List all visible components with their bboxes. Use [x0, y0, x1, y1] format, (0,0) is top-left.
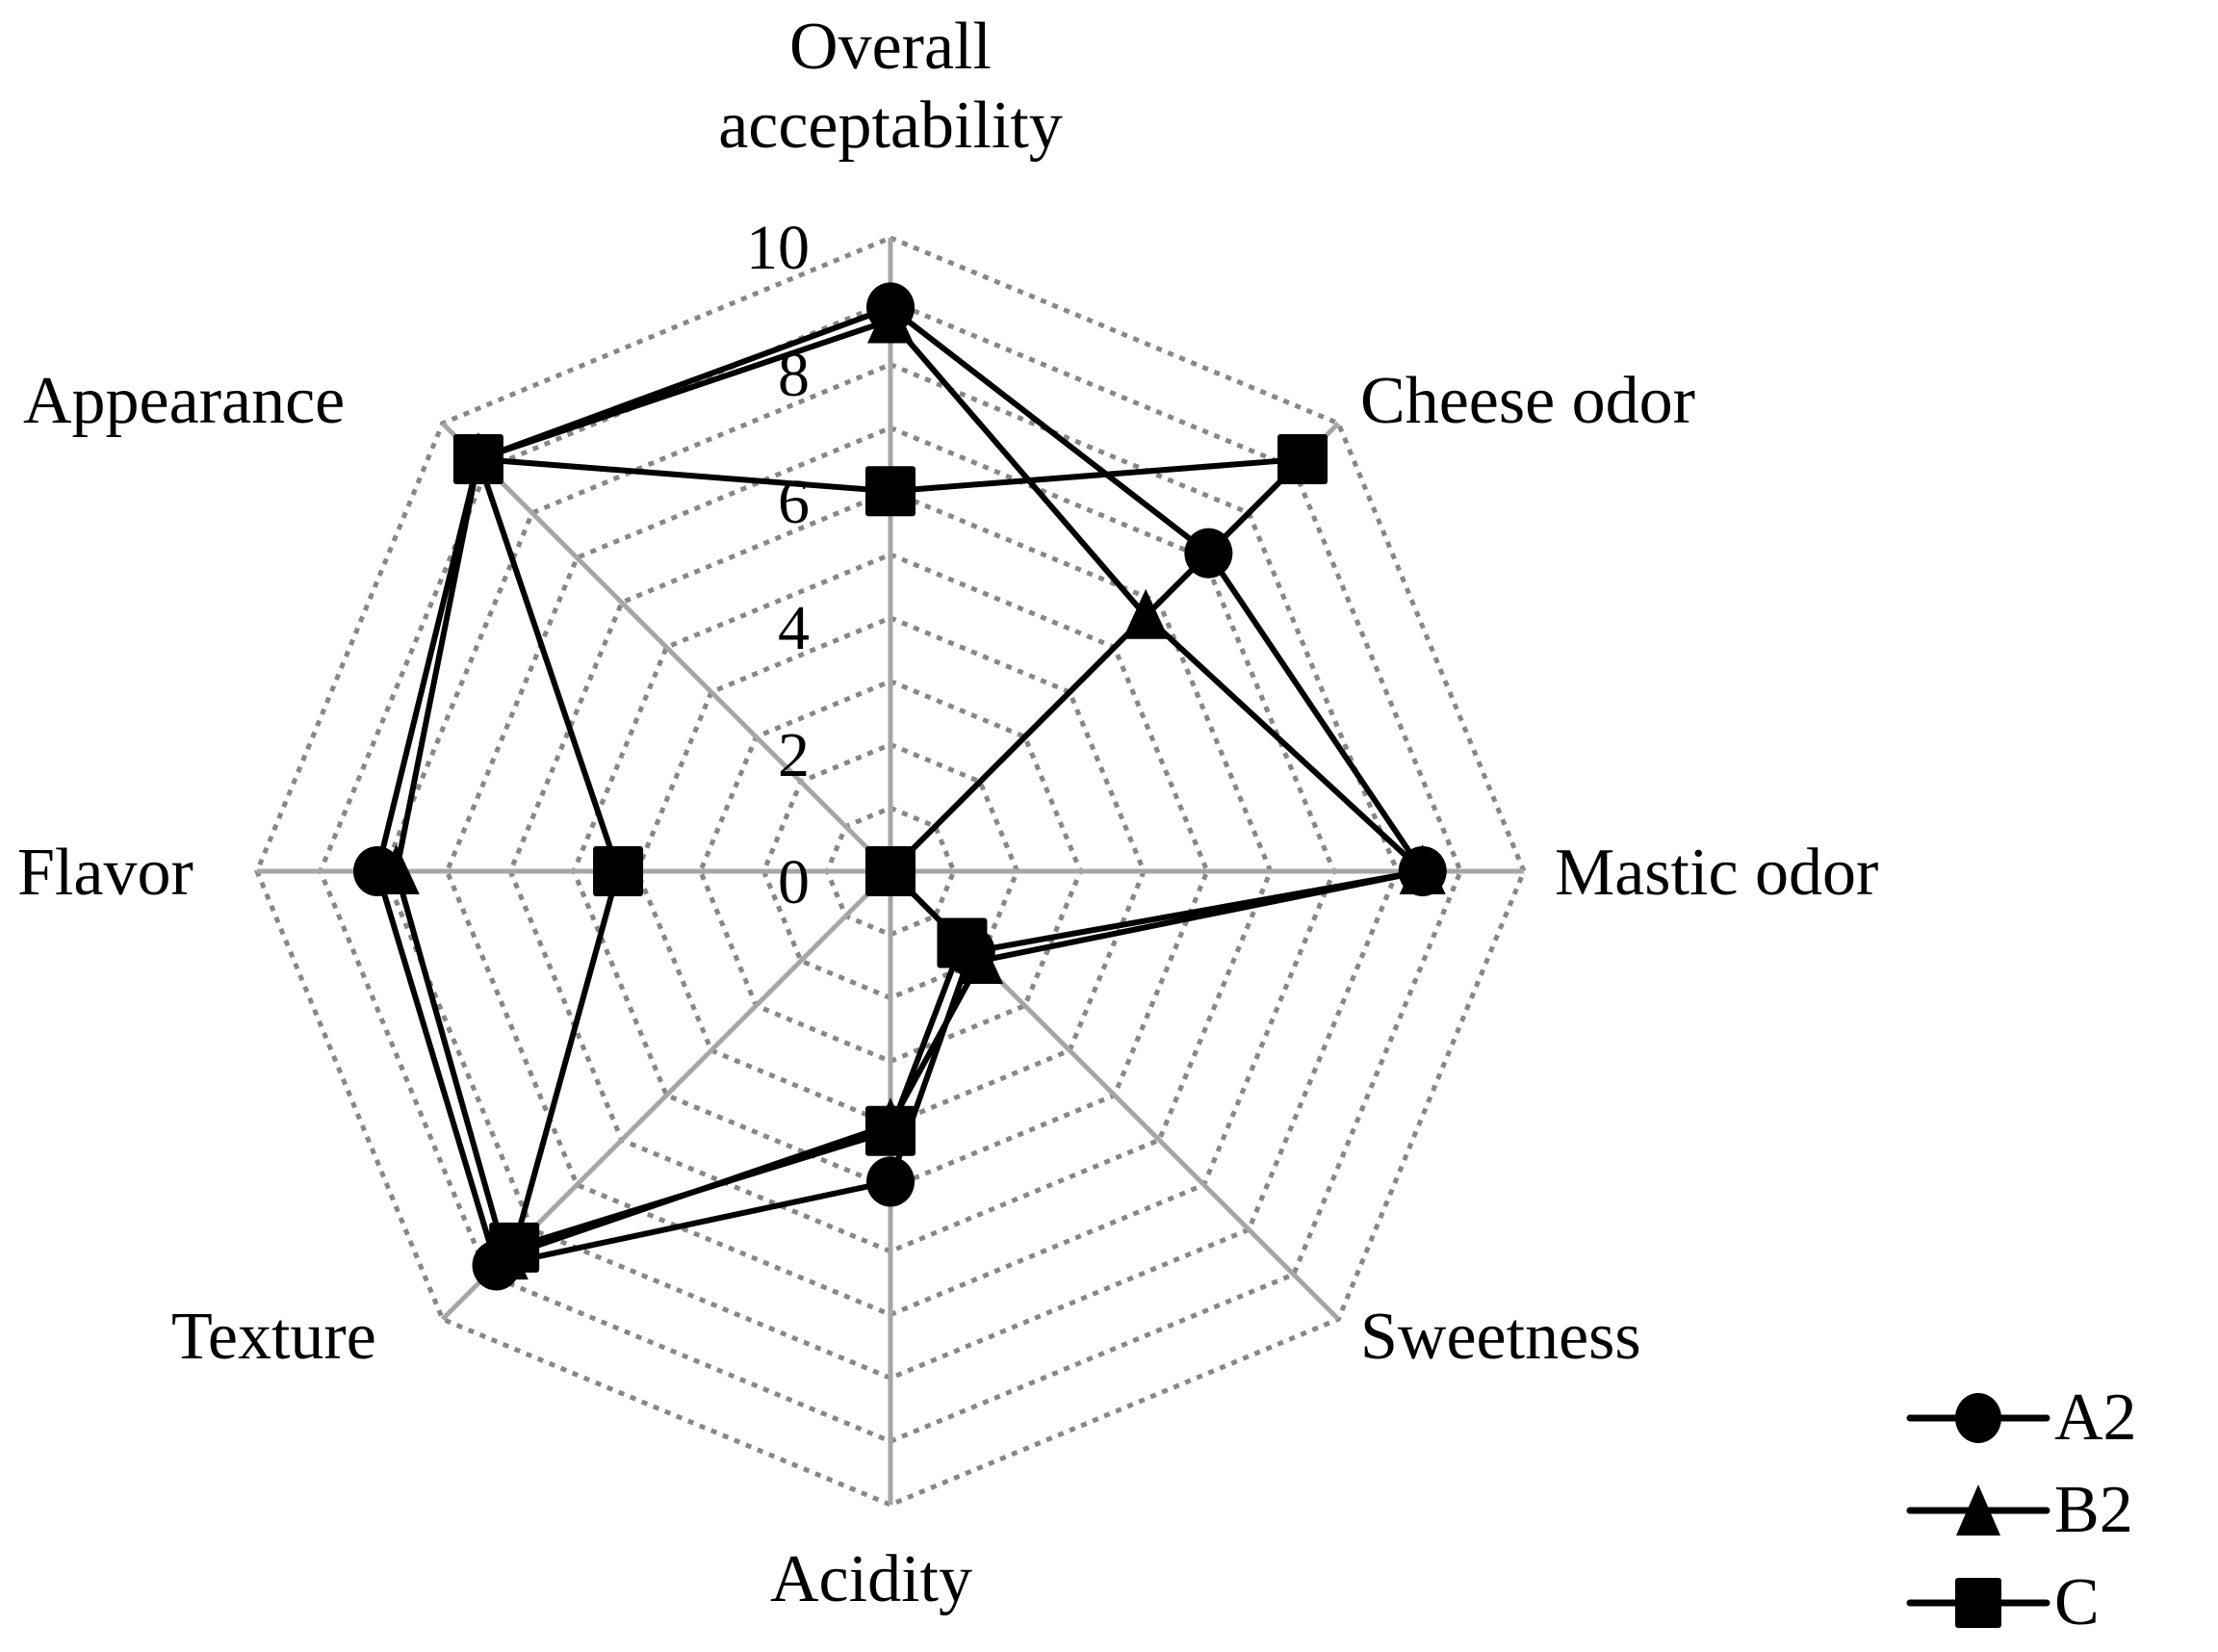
square-marker-icon [452, 433, 503, 484]
square-marker-icon [865, 1105, 916, 1156]
grid-ring [444, 425, 1337, 1318]
axis-label-overall-acceptability: Overall acceptability [674, 8, 1107, 166]
square-marker-icon [865, 846, 916, 896]
axis-label-flavor: Flavor [17, 836, 193, 910]
axis-label-acidity: Acidity [770, 1542, 972, 1616]
axis-label-line: Overall [789, 10, 992, 84]
grid-ring [571, 552, 1210, 1191]
tick-label-4: 4 [778, 593, 810, 663]
legend: A2 B2 C [1906, 1372, 2137, 1649]
tick-label-8: 8 [778, 340, 810, 410]
legend-item-b2: B2 [1906, 1464, 2137, 1557]
circle-marker-icon [866, 1156, 915, 1207]
tick-label-2: 2 [778, 720, 810, 790]
grid-ring [380, 361, 1401, 1381]
circle-marker-icon [1906, 1393, 2050, 1443]
square-marker-icon [865, 466, 916, 517]
axis-label-line: acceptability [718, 89, 1063, 163]
tick-label-0: 0 [778, 847, 810, 917]
grid-ring [824, 805, 957, 938]
square-marker-icon [593, 846, 644, 896]
series-c [452, 433, 1328, 1273]
legend-label: C [2054, 1565, 2100, 1639]
triangle-marker-icon [373, 844, 420, 894]
square-marker-icon [1906, 1578, 2050, 1628]
square-marker-icon [1277, 433, 1328, 484]
legend-label: B2 [2054, 1473, 2133, 1547]
triangle-marker-icon [1906, 1484, 2050, 1536]
legend-item-c: C [1906, 1557, 2137, 1649]
legend-label: A2 [2054, 1381, 2137, 1455]
tick-label-10: 10 [746, 213, 810, 283]
square-marker-icon [489, 1222, 540, 1273]
axis-label-texture: Texture [171, 1300, 376, 1374]
tick-label-6: 6 [778, 467, 810, 537]
axis-label-sweetness: Sweetness [1360, 1300, 1641, 1374]
grid-ring [318, 298, 1463, 1444]
triangle-marker-icon [867, 293, 914, 344]
axis-spoke [440, 421, 892, 873]
axis-label-appearance: Appearance [23, 364, 346, 438]
radar-grid [254, 235, 1527, 1508]
grid-ring [254, 235, 1527, 1508]
axis-label-mastic-odor: Mastic odor [1555, 836, 1879, 910]
legend-item-a2: A2 [1906, 1372, 2137, 1464]
triangle-marker-icon [1399, 844, 1446, 894]
square-marker-icon [937, 917, 988, 968]
grid-ring [634, 615, 1147, 1127]
grid-ring [761, 741, 1020, 1001]
radar-series [353, 282, 1447, 1291]
axis-label-cheese-odor: Cheese odor [1360, 364, 1695, 438]
